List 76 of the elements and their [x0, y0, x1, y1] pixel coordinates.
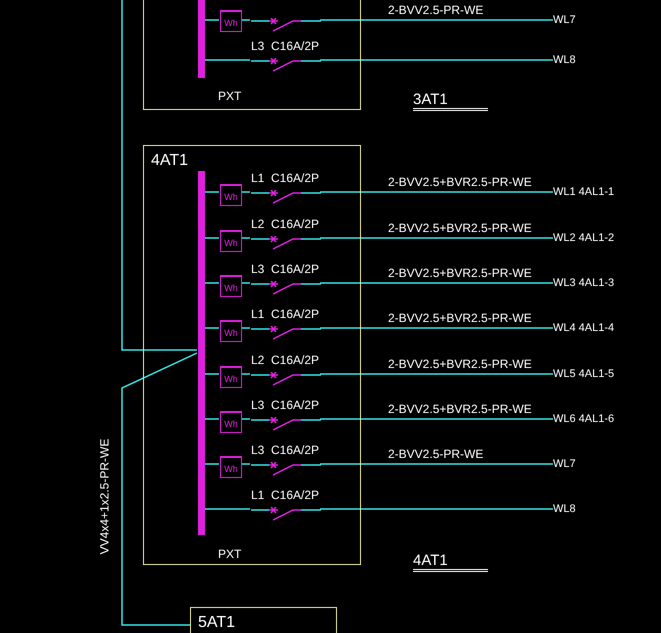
rating-label: C16A/2P — [271, 39, 320, 53]
cable-label: 2-BVV2.5-PR-WE — [386, 448, 486, 461]
cable-line — [204, 508, 250, 510]
cable-line — [204, 463, 219, 465]
cable-line — [204, 327, 219, 329]
cable-label: 2-BVV2.5+BVR2.5-PR-WE — [386, 403, 534, 416]
cable-line — [320, 418, 553, 420]
circuit-label: WL4 4AL1-4 — [553, 321, 643, 335]
diagram-heading: 4AT1 — [413, 553, 488, 572]
rating-label: C16A/2P — [271, 262, 320, 276]
circuit-label: WL7 — [553, 13, 633, 27]
rating-label: C16A/2P — [271, 443, 320, 457]
cable-line — [204, 237, 219, 239]
circuit-label: WL2 4AL1-2 — [553, 231, 643, 245]
cable-line — [320, 282, 553, 284]
cable-label: 2-BVV2.5+BVR2.5-PR-WE — [386, 312, 534, 325]
cable-line — [204, 19, 219, 21]
energy-meter: Wh — [220, 320, 242, 342]
cable-label: 2-BVV2.5+BVR2.5-PR-WE — [386, 267, 534, 280]
energy-meter: Wh — [220, 184, 242, 206]
phase-label: L1 — [251, 307, 264, 321]
phase-label: L1 — [251, 171, 264, 185]
cable-line — [204, 373, 219, 375]
panel-title: 4AT1 — [151, 154, 188, 168]
circuit-label: WL6 4AL1-6 — [553, 412, 643, 426]
phase-label: L3 — [251, 443, 264, 457]
energy-meter: Wh — [220, 456, 242, 478]
phase-label: L2 — [251, 217, 264, 231]
distribution-panel — [143, 0, 361, 110]
busbar — [198, 0, 205, 78]
cable-line — [320, 373, 553, 375]
cable-line — [320, 191, 553, 193]
cable-line — [204, 191, 219, 193]
cable-line — [320, 19, 553, 21]
phase-label: L3 — [251, 39, 264, 53]
cable-line — [204, 282, 219, 284]
cable-line — [320, 463, 553, 465]
phase-label: L2 — [251, 353, 264, 367]
cable-line — [320, 59, 553, 61]
cable-label: 2-BVV2.5-PR-WE — [386, 4, 486, 17]
energy-meter: Wh — [220, 366, 242, 388]
rating-label: C16A/2P — [271, 171, 320, 185]
model-label: PXT — [218, 547, 242, 561]
circuit-label: WL3 4AL1-3 — [553, 276, 643, 290]
cable-label: 2-BVV2.5+BVR2.5-PR-WE — [386, 176, 534, 189]
cable-line — [204, 418, 219, 420]
circuit-label: WL5 4AL1-5 — [553, 367, 643, 381]
cable-line — [121, 0, 197, 351]
rating-label: C16A/2P — [271, 488, 320, 502]
diagram-heading: 3AT1 — [413, 92, 488, 111]
phase-label: L3 — [251, 262, 264, 276]
circuit-label: WL8 — [553, 502, 643, 516]
rating-label: C16A/2P — [271, 217, 320, 231]
rating-label: C16A/2P — [271, 353, 320, 367]
energy-meter: Wh — [220, 275, 242, 297]
energy-meter: Wh — [220, 10, 242, 32]
cable-line — [320, 237, 553, 239]
circuit-label: WL8 — [553, 53, 633, 67]
rating-label: C16A/2P — [271, 307, 320, 321]
cable-line — [121, 352, 198, 626]
model-label: PXT — [218, 89, 242, 103]
energy-meter: Wh — [220, 411, 242, 433]
phase-label: L1 — [251, 488, 264, 502]
circuit-label: WL1 4AL1-1 — [553, 185, 643, 199]
cable-label: 2-BVV2.5+BVR2.5-PR-WE — [386, 358, 534, 371]
cable-line — [320, 327, 553, 329]
cable-line — [204, 59, 250, 61]
cable-label: 2-BVV2.5+BVR2.5-PR-WE — [386, 222, 534, 235]
phase-label: L3 — [251, 398, 264, 412]
distribution-panel — [143, 145, 361, 565]
rating-label: C16A/2P — [271, 398, 320, 412]
panel-title: 5AT1 — [198, 616, 236, 630]
energy-meter: Wh — [220, 230, 242, 252]
busbar — [198, 171, 205, 535]
cable-line — [320, 508, 553, 510]
circuit-label: WL7 — [553, 457, 643, 471]
